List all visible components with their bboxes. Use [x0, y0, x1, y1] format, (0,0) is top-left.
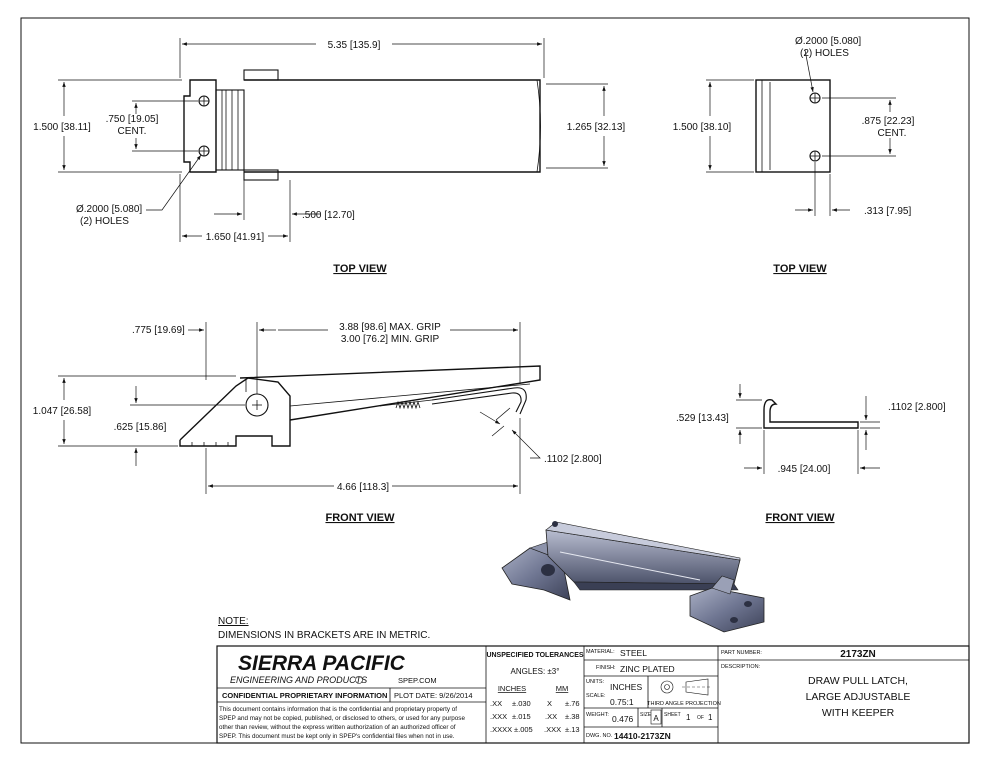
sheet-of-label: OF — [697, 715, 704, 721]
keeper-hole-diameter: Ø.2000 [5.080] — [795, 36, 861, 47]
keeper-edge-offset: .313 [7.95] — [864, 206, 911, 217]
note-text: DIMENSIONS IN BRACKETS ARE IN METRIC. — [218, 630, 430, 641]
dim-pivot-height: .625 [15.86] — [114, 422, 167, 433]
title-block: SIERRA PACIFIC ENGINEERING AND PRODUCTS … — [216, 645, 970, 744]
note-heading: NOTE: — [218, 616, 249, 627]
dwg-number: 14410-2173ZN — [614, 731, 671, 741]
front-view-right: .529 [13.43] .1102 [2.800] .945 [24.00] … — [676, 384, 946, 524]
units-value: INCHES — [610, 682, 642, 692]
view-title-top-right: TOP VIEW — [773, 263, 827, 275]
sheet-border — [20, 17, 970, 744]
dim-hole-spacing-note: CENT. — [118, 126, 147, 137]
company-name: SIERRA PACIFIC — [238, 652, 406, 675]
scale-value: 0.75:1 — [610, 697, 634, 707]
material-value: STEEL — [620, 648, 647, 658]
view-title-front-left: FRONT VIEW — [325, 512, 395, 524]
part-number: 2173ZN — [840, 649, 876, 660]
description-line-1: DRAW PULL LATCH, — [808, 675, 908, 687]
keeper-hole-spacing: .875 [22.23] — [862, 116, 915, 127]
confidential-line-2: SPEP and may not be copied, published, o… — [219, 715, 465, 722]
dim-wire-diameter: .1102 [2.800] — [544, 454, 602, 465]
tolerances-mm-heading: MM — [556, 684, 569, 693]
keeper-hole-spacing-note: CENT. — [878, 128, 907, 139]
dim-hole-spacing: .750 [19.05] — [106, 114, 159, 125]
part-number-label: PART NUMBER: — [721, 650, 762, 656]
projection-symbol-icon — [660, 680, 674, 694]
plot-date: PLOT DATE: 9/26/2014 — [394, 691, 473, 700]
description-line-3: WITH KEEPER — [822, 707, 895, 719]
projection-label: THIRD ANGLE PROJECTION — [647, 701, 721, 707]
company-sub: ENGINEERING AND PRODUCTS — [230, 675, 367, 685]
finish-value: ZINC PLATED — [620, 664, 675, 674]
dim-min-grip: 3.00 [76.2] MIN. GRIP — [341, 334, 440, 345]
top-view-right: Ø.2000 [5.080] (2) HOLES 1.500 [38.10] .… — [673, 36, 915, 275]
scale-label: SCALE: — [586, 693, 606, 699]
dim-base-length: 1.650 [41.91] — [206, 232, 265, 243]
dim-hinge-offset: .500 [12.70] — [302, 210, 355, 221]
size-label: SIZE — [640, 712, 652, 718]
tol-row-3-mm-tol: ±.13 — [565, 725, 580, 734]
description-line-2: LARGE ADJUSTABLE — [806, 691, 911, 703]
tolerances-angles: ANGLES: ±3° — [511, 667, 560, 676]
isometric-render — [501, 521, 765, 633]
tol-row-1-in-fmt: .XX — [490, 699, 502, 708]
weight-label: WEIGHT: — [586, 712, 609, 718]
tol-row-2-mm-fmt: .XX — [545, 712, 557, 721]
tol-row-2-in-fmt: .XXX — [490, 712, 507, 721]
top-view-left: 5.35 [135.9] 1.500 [38.11] .750 [19.05] … — [33, 38, 625, 275]
dim-front-length: 4.66 [118.3] — [337, 482, 389, 493]
tol-row-2-in-tol: ±.015 — [512, 712, 531, 721]
dim-front-height: 1.047 [26.58] — [33, 406, 92, 417]
dim-right-height: 1.265 [32.13] — [567, 122, 626, 133]
tolerances-heading: UNSPECIFIED TOLERANCES — [486, 652, 583, 659]
dim-max-grip: 3.88 [98.6] MAX. GRIP — [339, 322, 441, 333]
tol-row-3-in-fmt: .XXXX — [490, 725, 512, 734]
tol-row-3-mm-fmt: .XXX — [544, 725, 561, 734]
dwg-label: DWG. NO. — [586, 733, 613, 739]
confidential-line-4: SPEP. This document must be kept only in… — [219, 733, 455, 740]
weight-value: 0.476 — [612, 714, 634, 724]
front-view-left: .775 [19.69] 3.88 [98.6] MAX. GRIP 3.00 … — [33, 322, 602, 524]
view-title-front-right: FRONT VIEW — [765, 512, 835, 524]
sheet-total: 1 — [708, 713, 713, 722]
keeper-height: 1.500 [38.10] — [673, 122, 732, 133]
dim-overall-length: 5.35 [135.9] — [328, 40, 381, 51]
hole-diameter-callout: Ø.2000 [5.080] — [76, 204, 142, 215]
units-label: UNITS: — [586, 679, 605, 685]
description-label: DESCRIPTION: — [721, 664, 761, 670]
keeper-hook-height: .529 [13.43] — [676, 413, 729, 424]
sheet-number: 1 — [686, 713, 691, 722]
company-website: SPEP.COM — [398, 676, 437, 685]
tol-row-1-in-tol: ±.030 — [512, 699, 531, 708]
confidential-heading: CONFIDENTIAL PROPRIETARY INFORMATION — [222, 691, 387, 700]
keeper-thickness: .1102 [2.800] — [888, 402, 946, 413]
confidential-line-3: other than review, without the express w… — [219, 724, 456, 731]
size-value: A — [653, 714, 659, 723]
hole-count-callout: (2) HOLES — [80, 216, 129, 227]
tol-row-2-mm-tol: ±.38 — [565, 712, 580, 721]
confidential-line-1: This document contains information that … — [219, 706, 457, 713]
tol-row-3-in-tol: ±.005 — [514, 725, 533, 734]
dim-front-hinge-offset: .775 [19.69] — [132, 325, 185, 336]
dim-overall-height: 1.500 [38.11] — [33, 122, 91, 133]
tolerances-inches-heading: INCHES — [498, 684, 526, 693]
keeper-hole-count: (2) HOLES — [800, 48, 849, 59]
tol-row-1-mm-fmt: X — [547, 699, 552, 708]
view-title-top-left: TOP VIEW — [333, 263, 387, 275]
material-label: MATERIAL: — [586, 649, 615, 655]
sheet-label: SHEET — [664, 712, 681, 718]
tol-row-1-mm-tol: ±.76 — [565, 699, 580, 708]
finish-label: FINISH: — [596, 665, 616, 671]
keeper-length: .945 [24.00] — [778, 464, 831, 475]
